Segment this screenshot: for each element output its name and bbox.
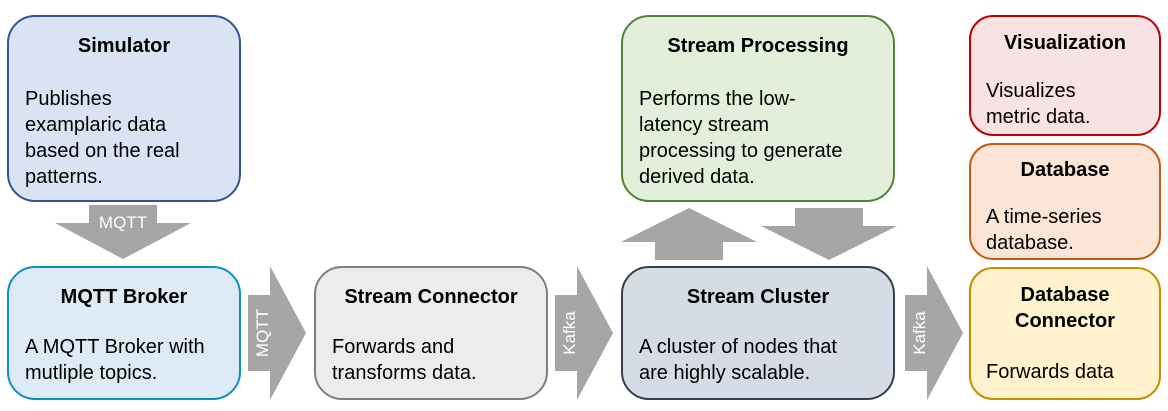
arrow-processing-to-cluster — [761, 208, 897, 260]
database-connector-desc: Forwards data — [986, 359, 1114, 385]
stream-processing-desc-line: Performs the low- — [639, 88, 796, 110]
simulator-desc: Publishes examplaric data based on the r… — [25, 86, 180, 190]
stream-cluster-desc-line: A cluster of nodes that — [639, 336, 837, 358]
database-desc-line: A time-series — [986, 206, 1102, 228]
database-connector-desc-line: Forwards data — [986, 361, 1114, 383]
visualization-desc: Visualizes metric data. — [986, 78, 1090, 130]
database-connector-title: Database Connector — [971, 282, 1159, 334]
simulator-desc-line: Publishes — [25, 88, 112, 110]
visualization-title: Visualization — [1004, 32, 1126, 54]
arrow-connector-to-cluster: Kafka — [555, 266, 613, 400]
stream-processing-title: Stream Processing — [667, 35, 849, 57]
stream-connector-title: Stream Connector — [344, 286, 518, 308]
database-desc: A time-series database. — [986, 204, 1102, 256]
arrow-cluster-to-dbconnector: Kafka — [905, 266, 963, 400]
arrow-shape — [555, 266, 613, 400]
arrow-cluster-to-processing — [621, 208, 757, 260]
database-title: Database — [1020, 159, 1110, 181]
stream-processing-desc-line: processing to generate — [639, 140, 843, 162]
mqtt-broker-desc-line: mutliple topics. — [25, 362, 158, 384]
mqtt-broker-desc: A MQTT Broker with mutliple topics. — [25, 334, 205, 386]
stream-connector-desc-line: transforms data. — [332, 362, 477, 384]
stream-processing-desc: Performs the low- latency stream process… — [639, 86, 842, 190]
stream-cluster-title: Stream Cluster — [686, 286, 830, 308]
stream-cluster-desc: A cluster of nodes that are highly scala… — [639, 334, 837, 386]
arrow-shape — [248, 266, 306, 400]
arrow-shape — [55, 205, 191, 259]
arrow-label-mqtt-vertical: MQTT — [253, 309, 272, 357]
mqtt-broker-desc-line: A MQTT Broker with — [25, 336, 205, 358]
visualization-box: Visualization Visualizes metric data. — [969, 15, 1161, 136]
mqtt-broker-title: MQTT Broker — [60, 286, 188, 308]
database-connector-title-line: Database — [1020, 284, 1110, 306]
stream-cluster-desc-line: are highly scalable. — [639, 362, 811, 384]
arrow-shape — [761, 208, 897, 260]
database-box: Database A time-series database. — [969, 143, 1161, 260]
stream-connector-box: Stream Connector Forwards and transforms… — [314, 266, 548, 400]
database-desc-line: database. — [986, 232, 1074, 254]
arrow-label-kafka-vertical: Kafka — [910, 311, 929, 355]
stream-connector-desc: Forwards and transforms data. — [332, 334, 477, 386]
stream-processing-desc-line: latency stream — [639, 114, 770, 136]
arrow-shape — [905, 266, 963, 400]
simulator-box: Simulator Publishes examplaric data base… — [7, 15, 241, 202]
mqtt-broker-box: MQTT Broker A MQTT Broker with mutliple … — [7, 266, 241, 400]
stream-cluster-box: Stream Cluster A cluster of nodes that a… — [621, 266, 895, 400]
database-connector-title-line: Connector — [1015, 310, 1115, 332]
visualization-desc-line: Visualizes — [986, 80, 1076, 102]
stream-processing-box: Stream Processing Performs the low- late… — [621, 15, 895, 202]
stream-connector-desc-line: Forwards and — [332, 336, 455, 358]
simulator-desc-line: based on the real — [25, 140, 180, 162]
arrow-label-mqtt: MQTT — [99, 213, 147, 232]
arrow-sim-to-broker: MQTT — [55, 205, 191, 259]
simulator-desc-line: examplaric data — [25, 114, 167, 136]
database-connector-box: Database Connector Forwards data — [969, 267, 1161, 400]
visualization-desc-line: metric data. — [986, 106, 1091, 128]
stream-processing-desc-line: derived data. — [639, 166, 755, 188]
arrow-broker-to-connector: MQTT — [248, 266, 306, 400]
arrow-shape — [621, 208, 757, 260]
arrow-label-kafka-vertical: Kafka — [560, 311, 579, 355]
simulator-title: Simulator — [77, 35, 171, 57]
simulator-desc-line: patterns. — [25, 166, 103, 188]
